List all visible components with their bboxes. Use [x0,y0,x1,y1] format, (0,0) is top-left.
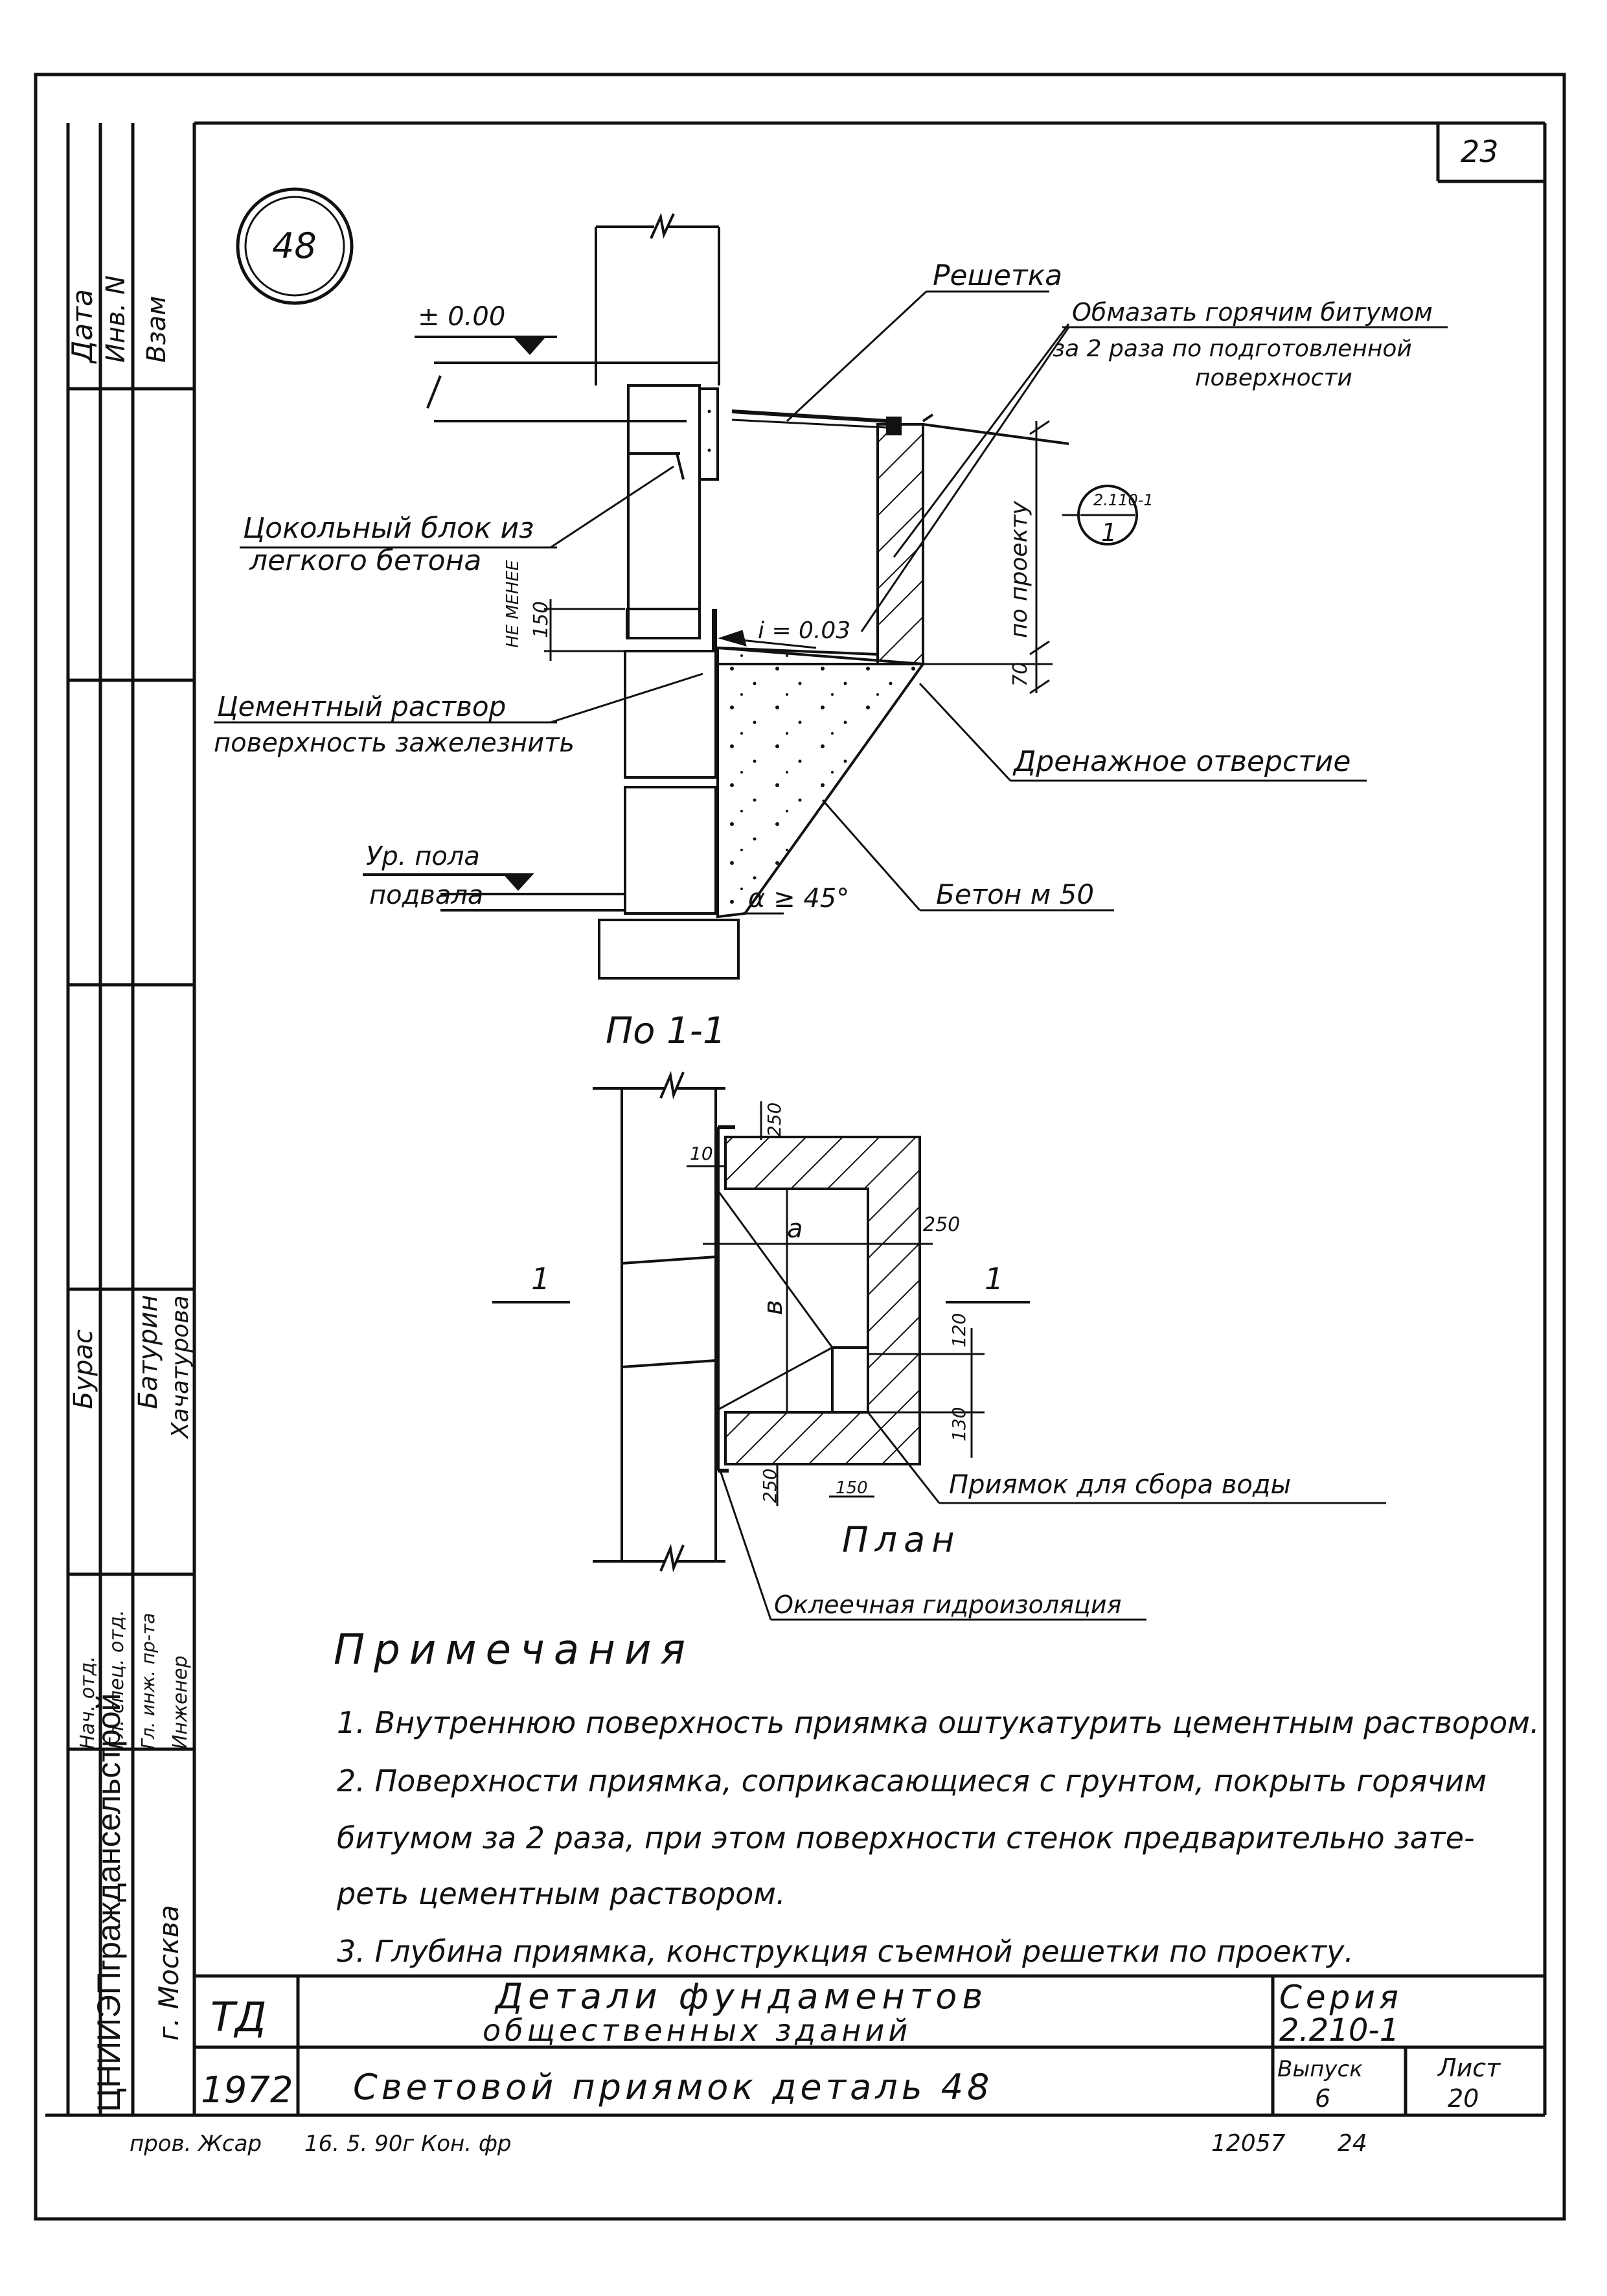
plan-dim-250-bottom: 250 [759,1469,781,1503]
title-line-2: общественных зданий [483,2013,911,2048]
label-bitumen-2: за 2 раза по подготовленной [1053,336,1412,362]
label-floor-1: Ур. пола [366,842,480,871]
plan-title: План [842,1519,961,1560]
stamp-replace: Взам [142,296,172,363]
issue-value: 6 [1315,2084,1330,2113]
label-not-less: НЕ МЕНЕЕ [503,560,523,648]
plan-dim-b: в [758,1300,788,1315]
note-item-3: битумом за 2 раза, при этом поверхности … [337,1820,1475,1855]
plan-dim-a: а [787,1214,803,1244]
stamp-signer-1: Бурас [69,1329,98,1409]
stamp-role-4: Инженер [169,1655,192,1749]
series-value: 2.210-1 [1279,2012,1399,2049]
section-marker-top: 2.110-1 [1093,491,1154,509]
label-dim-150: 150 [530,601,553,638]
stamp-inv: Инв. N [101,275,131,363]
series-label: Серия [1279,1979,1402,2016]
plan-cut-title: По 1-1 [606,1010,726,1052]
label-concrete: Бетон м 50 [936,878,1094,910]
label-mortar-2: поверхность зажелезнить [214,728,575,758]
label-drain: Дренажное отверстие [1012,745,1351,778]
section-drawing [214,212,1448,980]
label-floor-2: подвала [369,880,483,910]
plan-labels: По 1-1 250 10 а 250 1 1 в 120 130 250 15… [531,1010,1291,1619]
note-item-2: 2. Поверхности приямка, соприкасающиеся … [337,1763,1487,1798]
label-bitumen-1: Обмазать горячим битумом [1072,298,1433,327]
side-stamp: Дата Инв. N Взам Бурас Батурин Хачатуров… [66,275,194,2112]
label-plinth-1: Цокольный блок из [243,512,534,545]
stamp-role-2: Гл. спец. отд. [106,1610,128,1749]
stamp-role-1: Нач. отд. [76,1656,99,1749]
label-bitumen-3: поверхности [1195,365,1352,391]
section-marker-bottom: 1 [1101,518,1117,547]
title-subtitle: Световой приямок деталь 48 [353,2067,993,2107]
plan-cut-mark-left: 1 [531,1261,550,1296]
stamp-org: ЦНИИЭПграждансельстрой [91,1693,127,2112]
stamp-city: г. Москва [153,1905,185,2041]
plan-cut-mark-right: 1 [985,1261,1003,1296]
footer-date: 16. 5. 90г Кон. фр [304,2131,512,2157]
plan-dim-150: 150 [836,1478,868,1498]
plan-dim-130: 130 [948,1407,970,1441]
footer-code: 12057 [1211,2130,1286,2157]
note-item-5: 3. Глубина приямка, конструкция съемной … [337,1934,1354,1969]
stamp-role-3: Гл. инж. пр-та [137,1613,159,1749]
notes-title: Примечания [334,1626,694,1674]
plan-dim-10: 10 [690,1143,713,1164]
label-waterproof: Оклеечная гидроизоляция [774,1590,1121,1619]
title-code: ТД [211,1993,266,2041]
sheet-number: 23 [1461,134,1499,169]
label-mortar-1: Цементный раствор [217,691,506,722]
plan-dim-250-right: 250 [923,1213,960,1236]
sheet-value: 20 [1448,2084,1479,2113]
footer-page: 24 [1338,2130,1367,2157]
detail-marker: 48 [236,187,354,305]
plan-drawing [492,1070,1386,1621]
note-item-1: 1. Внутреннюю поверхность приямка оштука… [337,1705,1540,1740]
label-grate: Решетка [933,259,1062,292]
stamp-date: Дата [66,289,99,364]
plan-dim-250-top: 250 [764,1103,785,1137]
label-dim-70: 70 [1009,662,1032,687]
title-block [194,1974,1545,2115]
sheet-label: Лист [1437,2054,1501,2082]
issue-label: Выпуск [1277,2056,1363,2082]
label-angle: α ≥ 45° [748,884,849,913]
sheet-frame [34,73,1566,2221]
footer-checked: пров. Жсар [130,2131,262,2157]
label-slope: i = 0.03 [758,617,850,644]
title-line-1: Детали фундаментов [494,1976,988,2017]
label-plinth-2: легкого бетона [249,544,481,577]
plan-dim-120: 120 [948,1313,970,1348]
label-sump: Приямок для сбора воды [949,1470,1291,1500]
stamp-signer-3: Хачатурова [167,1296,194,1440]
note-item-4: реть цементным раствором. [337,1876,786,1911]
section-labels: ± 0.00 Решетка Обмазать горячим битумом … [214,259,1433,913]
label-per-project: по проекту [1006,501,1032,638]
label-level-zero: ± 0.00 [418,302,505,332]
detail-number: 48 [272,225,317,266]
title-year: 1972 [201,2069,293,2111]
stamp-signer-2: Батурин [133,1295,163,1409]
